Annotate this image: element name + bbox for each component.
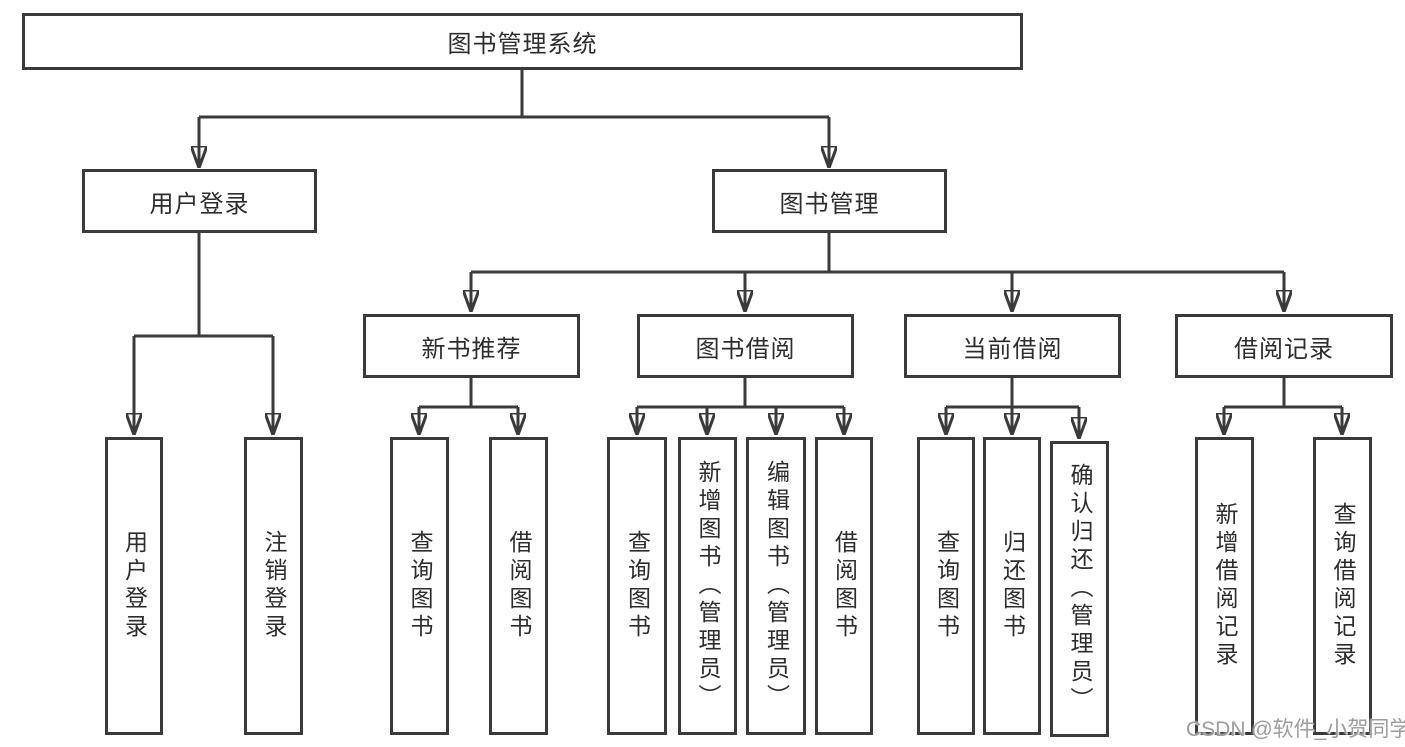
leaf-query-book-3: 查询图书 (917, 437, 975, 735)
node-label: 新增图书（管理员） (695, 460, 721, 712)
node-label: 图书管理 (779, 190, 880, 218)
node-label: 图书管理系统 (447, 31, 598, 58)
leaf-return-book: 归还图书 (983, 437, 1041, 735)
csdn-watermark: CSDN @软件_小贺同学 (1186, 718, 1405, 741)
leaf-borrow-book-2: 借阅图书 (815, 437, 873, 735)
node-borrow-records: 借阅记录 (1175, 314, 1393, 378)
node-library-management-system: 图书管理系统 (22, 13, 1023, 70)
node-label: 归还图书 (999, 530, 1026, 642)
leaf-borrow-book-1: 借阅图书 (489, 437, 548, 735)
node-user-login: 用户登录 (82, 169, 317, 233)
leaf-edit-book-admin: 编辑图书（管理员） (746, 437, 806, 735)
node-label: 用户登录 (121, 530, 148, 642)
node-label: 借阅图书 (831, 530, 858, 642)
node-label: 新书推荐 (421, 335, 522, 363)
node-label: 借阅记录 (1234, 335, 1334, 363)
leaf-confirm-return-admin: 确认归还（管理员） (1050, 441, 1109, 737)
node-book-borrow: 图书借阅 (637, 314, 854, 378)
node-label: 当前借阅 (962, 335, 1063, 363)
node-current-borrow: 当前借阅 (904, 314, 1121, 378)
leaf-query-borrow-record: 查询借阅记录 (1313, 437, 1372, 735)
node-label: 编辑图书（管理员） (763, 460, 790, 712)
node-new-book-recommend: 新书推荐 (363, 314, 580, 378)
node-label: 注销登录 (261, 530, 287, 642)
node-book-management: 图书管理 (712, 169, 947, 233)
leaf-logout: 注销登录 (244, 437, 303, 735)
node-label: 查询图书 (407, 530, 433, 642)
node-label: 图书借阅 (695, 335, 796, 363)
leaf-user-login: 用户登录 (105, 437, 163, 735)
node-label: 新增借阅记录 (1212, 502, 1238, 670)
node-label: 借阅图书 (506, 530, 532, 642)
node-label: 查询图书 (933, 530, 960, 642)
node-label: 查询图书 (624, 530, 651, 642)
leaf-add-book-admin: 新增图书（管理员） (678, 437, 737, 735)
leaf-query-book-1: 查询图书 (390, 437, 449, 735)
node-label: 查询借阅记录 (1330, 502, 1356, 670)
leaf-query-book-2: 查询图书 (607, 437, 667, 735)
node-label: 用户登录 (149, 190, 250, 218)
leaf-add-borrow-record: 新增借阅记录 (1195, 437, 1254, 735)
node-label: 确认归还（管理员） (1067, 463, 1093, 715)
